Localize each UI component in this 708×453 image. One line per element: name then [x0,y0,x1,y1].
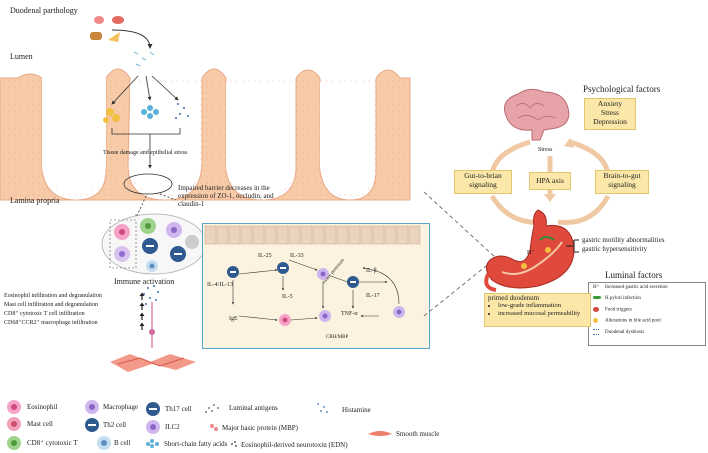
mast-cell-icon [7,417,21,431]
motility-abnormalities-label: gastric motility abnormalities [582,236,665,244]
motility-bracket [566,239,579,253]
label-il4-il13: IL-4/IL-13 [207,282,233,288]
cd8-icon [7,436,21,450]
h-pylori-icon [593,296,601,300]
mbp-icon [210,424,218,431]
smooth-muscle-icon [368,431,392,436]
primed-item: increased mucosal permeability [498,310,590,318]
infiltration-item: CD8⁺ cytotoxic T cell infiltration [4,311,85,317]
depression-label: Depression [593,117,627,126]
legend-mast-cell: Mast cell [27,420,53,428]
duodenal-pathology-label: Duodenal parthology [10,6,78,15]
impaired-barrier-label: Impaired barrier decreases in the expres… [178,184,274,208]
anxiety-label: Anxiety [597,99,623,108]
legend-th2: Th2 cell [103,421,127,429]
hpa-axis-label: HPA axis [536,176,564,185]
luminal-item-food: Food triggers [593,307,632,314]
gut-to-brain-box: Gut-to-brian signaling [454,170,512,194]
b-cell-icon [97,436,111,450]
focus-ellipse [123,173,173,195]
primed-item: low-grade inflammation [498,302,590,310]
legend-ilc2: ILC2 [165,423,180,431]
label-il-beta: IL-β [366,268,377,274]
luminal-factors-box [588,282,706,346]
brain-icon [504,88,570,141]
stomach-icon [484,209,575,292]
primed-duodenum-title: primed duodenum [488,294,540,302]
legend-b-cell: B cell [114,439,131,447]
brain-to-gut-line2: signaling [608,180,636,189]
legend-luminal-antigens: Luminal antigens [229,404,278,412]
gut-to-brain-line1: Gut-to-brian [464,171,502,180]
infiltration-list: Eosinophil infiltration and degranulatio… [4,293,139,327]
inset-signaling-diagram [204,225,421,326]
th17-icon [146,402,160,416]
label-il17: IL-17 [366,293,380,299]
anxiety-stress-depression-box: Anxiety Stress Depression [584,98,636,130]
stomach-h-plus-label: H⁺ [527,250,535,256]
luminal-item-hpylori: H.pylori infection [593,296,641,302]
luminal-item-dysbiosis: Duodenal dysbiosis [593,329,644,336]
immune-cell-cluster [101,213,207,275]
luminal-factors-list: H⁺Increased gastric acid secretion H.pyl… [593,285,703,343]
increase-arrows [139,292,145,330]
stress-box-label: Stress [601,108,619,117]
luminal-item-acid: H⁺Increased gastric acid secretion [593,285,668,290]
label-ige: IgE [229,316,238,322]
histamine-icon [317,403,328,413]
label-il33: IL-33 [290,253,304,259]
luminal-antigens-icon [205,404,219,413]
legend-icons [7,400,392,450]
th2-icon [85,418,99,432]
immune-activation-label: Immune activation [114,277,175,286]
label-il5: IL-5 [282,294,293,300]
legend-histamine: Histamine [342,406,371,414]
infiltration-item: Mast cell infiltration and degranulation [4,302,98,308]
food-trigger-icon [593,307,599,312]
dysbiosis-icon [593,329,599,335]
macrophage-icon [85,400,99,414]
lamina-propria-label: Lamina propria [10,196,60,205]
legend-cd8: CD8⁺ cytotoxic T [27,439,78,447]
edn-icon [231,441,237,447]
hypersensitivity-label: gastric hypersensitivity [582,245,648,253]
legend-edn: Eosinophil-derived neurotoxin (EDN) [241,441,348,449]
luminal-antigens [103,51,189,123]
psychological-factors-title: Psychological factors [583,84,661,94]
legend-scfa: Short-chain fatty acids [164,440,228,448]
legend-th17: Th17 cell [165,405,192,413]
luminal-factors-title: Luminal factors [605,270,663,280]
legend-mbp: Major basic protein (MBP) [222,424,299,432]
h-plus-icon: H⁺ [593,285,600,290]
infiltration-item: CD68⁺CCR2⁺ macrophage infiltration [4,320,98,326]
legend-macrophage: Macrophage [103,403,138,411]
mucosa-diagram [0,16,411,219]
scfa-icon [146,439,159,448]
hpa-axis-box: HPA axis [529,172,571,190]
ilc2-icon [146,420,160,434]
legend-smooth-muscle: Smooth muscle [396,430,440,438]
legend-eosinophil: Eosinophil [27,403,58,411]
lumen-label: Lumen [10,52,33,61]
stress-label: Stress [538,147,553,153]
bile-acid-icon [593,318,598,323]
panel-divider [423,191,497,317]
brain-to-gut-line1: Brain-to-gut [603,171,641,180]
label-tnf-alpha: TNF-α [341,311,358,317]
primed-duodenum-box: primed duodenum low-grade inflammation i… [484,293,591,327]
label-crh-mbp: CRH/MBP [326,335,349,340]
tissue-damage-label: Tissue damage and epithelial stress [103,150,188,156]
brain-to-gut-box: Brain-to-gut signaling [595,170,649,194]
gut-to-brain-line2: signaling [469,180,497,189]
luminal-item-bile: Alterations in bile acid pool [593,318,661,325]
infiltration-item: Eosinophil infiltration and degranulatio… [4,293,102,299]
label-il25: IL-25 [258,253,272,259]
neuron-smooth-muscle [110,285,196,372]
eosinophil-icon [7,400,21,414]
food-icons [90,16,124,42]
